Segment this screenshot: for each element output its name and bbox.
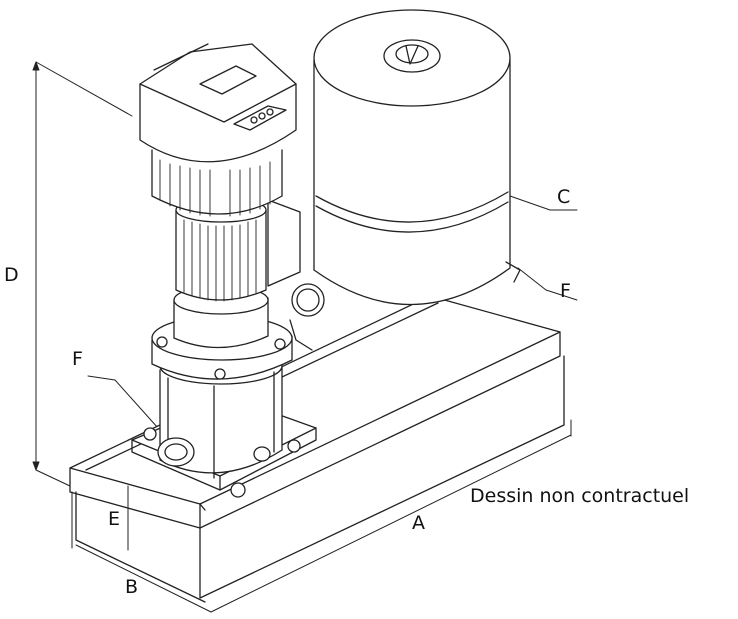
base-frame xyxy=(69,295,565,603)
label-connection-f-left: F xyxy=(72,348,83,370)
pressure-gauge xyxy=(289,283,325,351)
label-connection-f-right: F xyxy=(560,280,571,302)
dimension-lines xyxy=(32,61,578,613)
label-vessel-c: C xyxy=(557,186,571,208)
pressure-vessel xyxy=(313,9,521,306)
disclaimer-note: Dessin non contractuel xyxy=(470,485,690,507)
label-dimension-d: D xyxy=(4,264,19,286)
pump-motor xyxy=(139,43,301,349)
label-dimension-e: E xyxy=(108,508,121,530)
label-dimension-a: A xyxy=(412,512,425,534)
label-dimension-b: B xyxy=(125,576,139,598)
